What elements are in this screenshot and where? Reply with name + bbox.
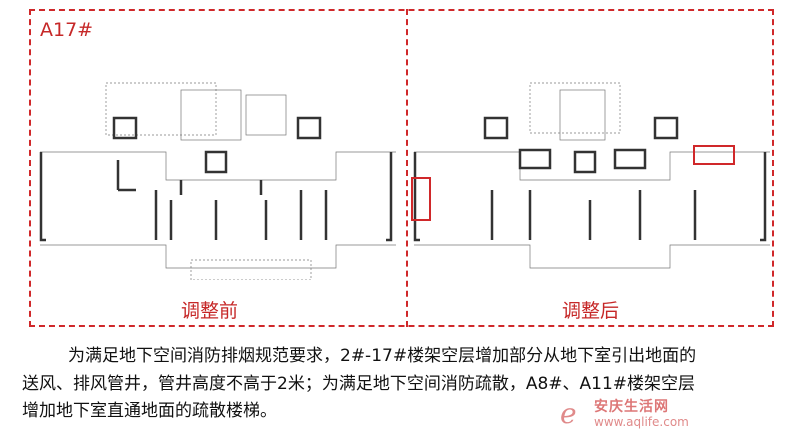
paragraph-line-3: 增加地下室直通地面的疏散楼梯。 — [22, 401, 277, 421]
comparison-frame — [29, 9, 774, 327]
paragraph-line-1: 为满足地下空间消防排烟规范要求，2#-17#楼架空层增加部分从地下室引出地面的 — [68, 346, 697, 366]
description-paragraph: 为满足地下空间消防排烟规范要求，2#-17#楼架空层增加部分从地下室引出地面的 … — [22, 343, 782, 426]
watermark-brand: 安庆生活网 — [594, 399, 669, 415]
paragraph-line-2: 送风、排风管井，管井高度不高于2米；为满足地下空间消防疏散，A8#、A11#楼架… — [22, 373, 696, 394]
building-label: A17# — [40, 19, 94, 41]
watermark-e-icon: e — [560, 397, 577, 430]
floor-plan-before — [39, 82, 396, 280]
before-label: 调整前 — [181, 300, 239, 322]
watermark-url: www.aqlife.com — [594, 415, 689, 429]
watermark-logo: e 安庆生活网 www.aqlife.com — [560, 399, 790, 430]
panel-divider — [406, 9, 408, 327]
floor-plan-after — [411, 82, 770, 269]
highlight-stair-box — [411, 177, 431, 221]
highlight-shaft-box — [693, 145, 735, 165]
after-label: 调整后 — [562, 300, 620, 322]
